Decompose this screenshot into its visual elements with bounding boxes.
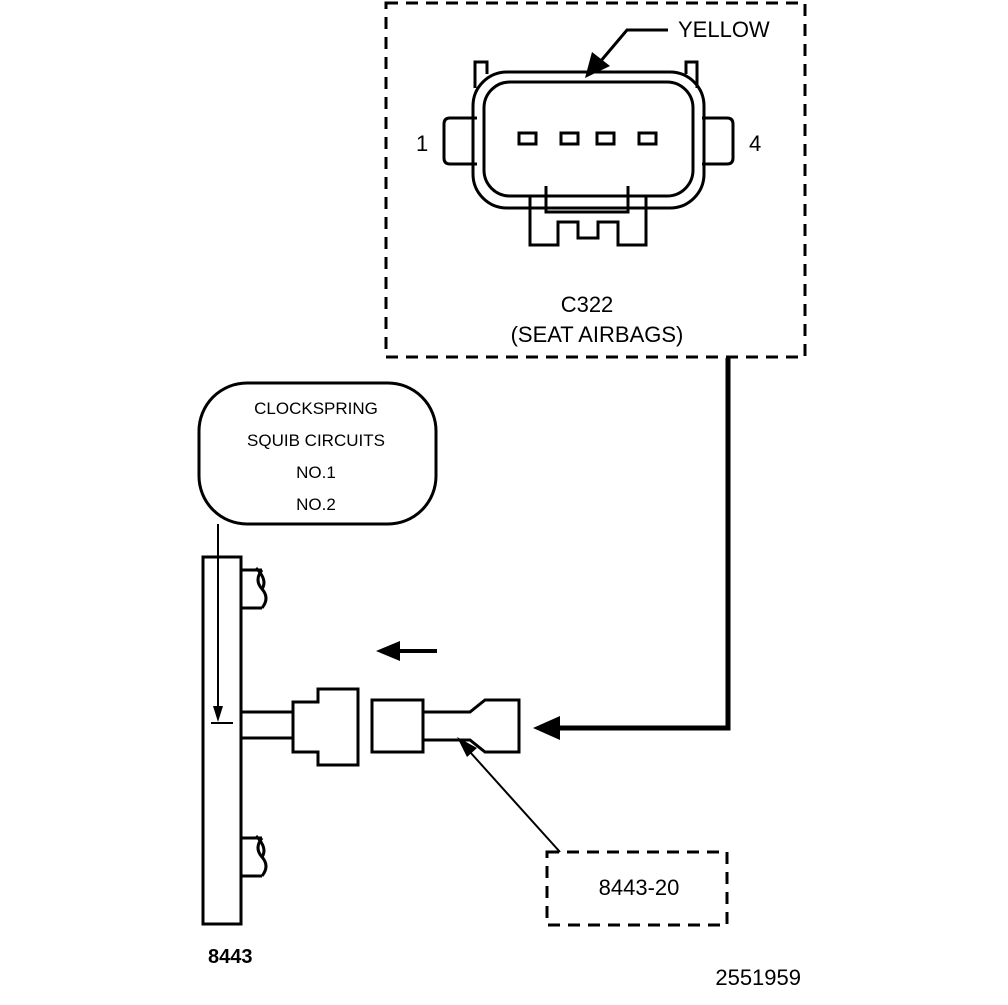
clockspring-line-4: NO.2: [296, 495, 336, 514]
clockspring-line-3: NO.1: [296, 463, 336, 482]
pin-cavity: [637, 131, 658, 146]
tool-connector-half: [239, 687, 360, 767]
adapter-leader-line: [469, 751, 561, 853]
color-callout-arrowhead: [585, 52, 610, 78]
adapter-label-box: [545, 850, 729, 927]
direction-arrow-head: [376, 641, 400, 661]
pin-number-last: 4: [749, 131, 761, 156]
connector-pins: [517, 131, 658, 146]
connector-color-label: YELLOW: [678, 17, 770, 42]
adapter-leader-arrowhead: [457, 737, 477, 757]
connection-line: [560, 358, 731, 731]
color-callout-leader: [598, 28, 668, 63]
pin-number-first: 1: [416, 131, 428, 156]
tool-label: 8443: [208, 946, 253, 968]
connector-c322-icon: [442, 60, 735, 247]
upper-mount-stub: [241, 566, 268, 610]
clockspring-line-2: SQUIB CIRCUITS: [247, 431, 385, 450]
clockspring-pointer-arrowhead: [213, 706, 223, 722]
tool-8443-body: [201, 555, 243, 926]
clockspring-line-1: CLOCKSPRING: [254, 399, 378, 418]
connection-arrowhead: [533, 716, 560, 740]
connector-id: C322: [561, 292, 614, 317]
figure-number: 2551959: [715, 965, 801, 990]
connector-description: (SEAT AIRBAGS): [511, 322, 684, 347]
pin-cavity: [517, 131, 538, 146]
adapter-label: 8443-20: [599, 875, 680, 900]
lower-mount-stub: [241, 834, 268, 878]
adapter-8443-20-icon: [370, 698, 521, 754]
connector-detail-frame: [384, 1, 807, 359]
pin-cavity: [559, 131, 580, 146]
pin-cavity: [595, 131, 616, 146]
clockspring-callout: [197, 381, 438, 526]
